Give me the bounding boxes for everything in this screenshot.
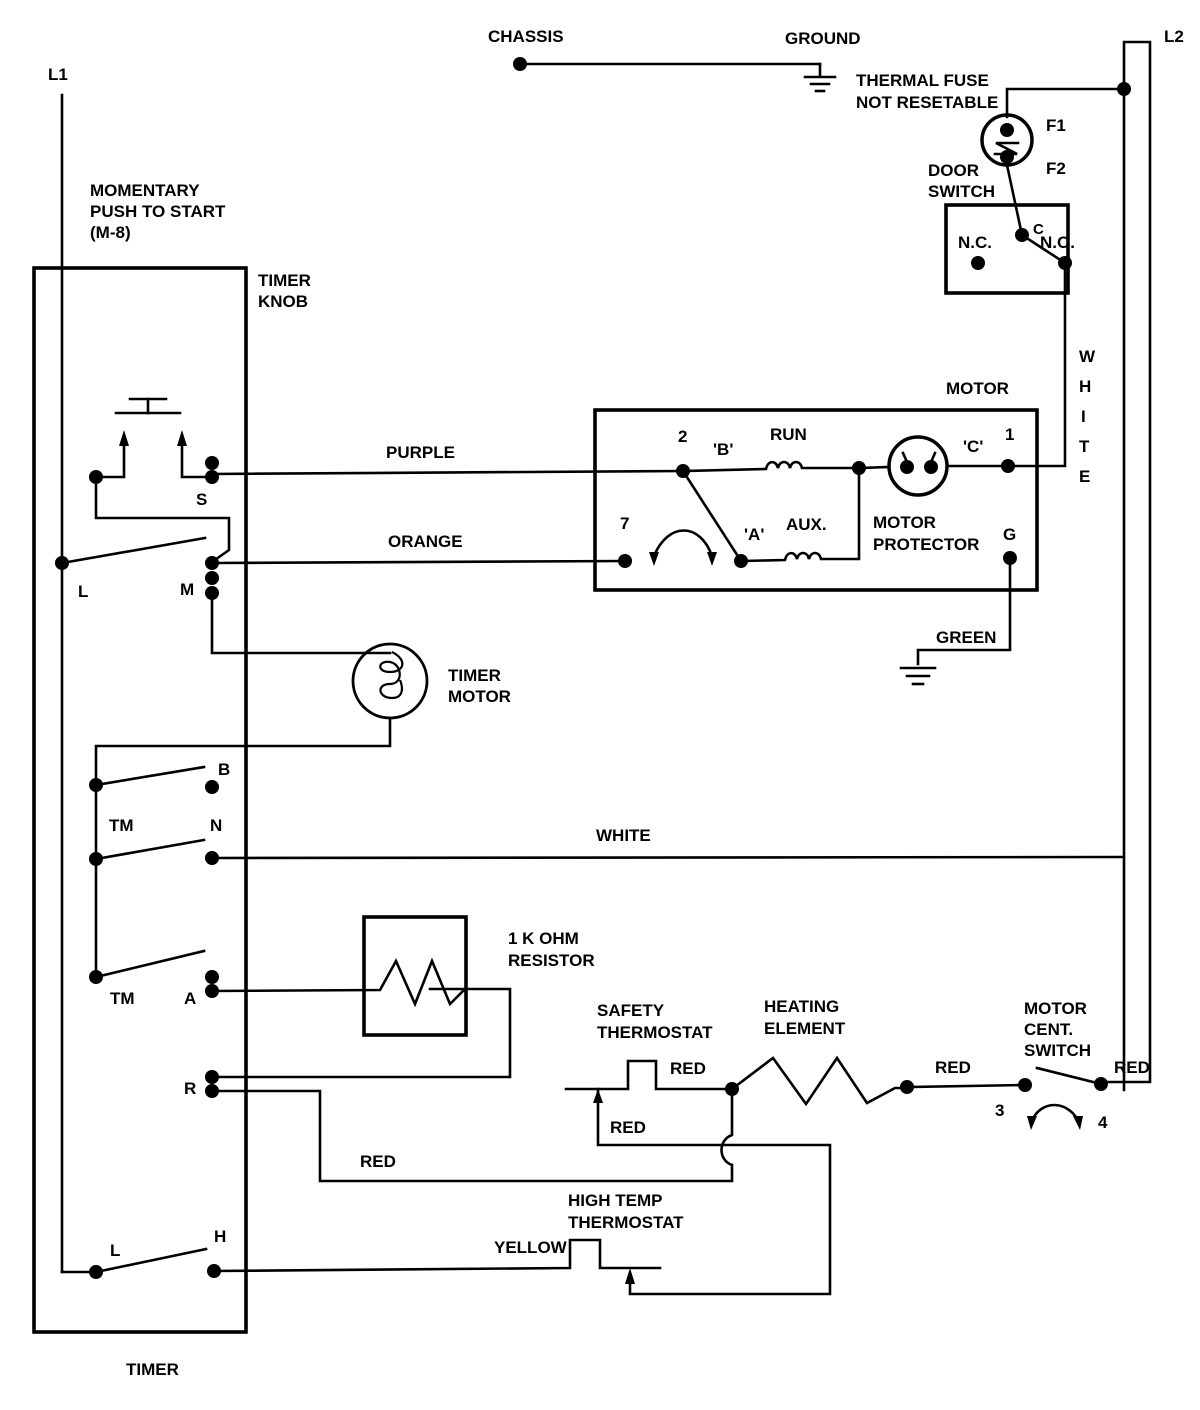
terminal-h-label: H	[214, 1227, 226, 1246]
heating-element-label-2: ELEMENT	[764, 1019, 846, 1038]
push-to-start-switch: S	[89, 397, 231, 564]
svg-text:E: E	[1079, 467, 1090, 486]
white-wire	[210, 855, 1126, 860]
motor-cent-label-3: SWITCH	[1024, 1041, 1091, 1060]
resistor-label-1: 1 K OHM	[508, 929, 579, 948]
momentary-label-2: PUSH TO START	[90, 202, 226, 221]
thermal-fuse: THERMAL FUSE NOT RESETABLE F1 F2	[856, 71, 1131, 237]
term-4-label: 4	[1098, 1113, 1108, 1132]
door-switch: DOOR SWITCH N.C. C N.O.	[928, 161, 1075, 468]
safety-thermostat: SAFETY THERMOSTAT RED RED	[564, 1001, 832, 1296]
door-switch-label-1: DOOR	[928, 161, 979, 180]
safety-thermostat-label-1: SAFETY	[597, 1001, 665, 1020]
terminal-r-label: R	[184, 1079, 196, 1098]
motor-protector-label-2: PROTECTOR	[873, 535, 979, 554]
motor-cent-label-2: CENT.	[1024, 1020, 1073, 1039]
c-label: C	[1033, 221, 1044, 238]
motor-c-label: 'C'	[963, 437, 983, 456]
l2-wire	[1099, 40, 1152, 1092]
motor-b-label: 'B'	[713, 440, 733, 459]
orange-label: ORANGE	[388, 532, 463, 551]
timer-box	[32, 266, 248, 1334]
timer-motor-label-2: MOTOR	[448, 687, 511, 706]
terminal-a-label: A	[184, 989, 196, 1008]
yellow-label: YELLOW	[494, 1238, 568, 1257]
heating-element-label-1: HEATING	[764, 997, 839, 1016]
red-wire-timer-r	[210, 1089, 734, 1183]
timer-motor: TIMER MOTOR	[94, 591, 511, 787]
heating-element: HEATING ELEMENT RED	[730, 997, 1027, 1107]
chassis-label: CHASSIS	[488, 27, 564, 46]
high-temp-label-1: HIGH TEMP	[568, 1191, 662, 1210]
terminal-tm-label-2: TM	[110, 989, 135, 1008]
run-label: RUN	[770, 425, 807, 444]
red-label-heater-right: RED	[935, 1058, 971, 1077]
high-temp-label-2: THERMOSTAT	[568, 1213, 684, 1232]
term-3-label: 3	[995, 1101, 1004, 1120]
motor-label: MOTOR	[946, 379, 1009, 398]
motor-term-2: 2	[678, 427, 687, 446]
svg-text:W: W	[1079, 347, 1096, 366]
terminal-l-bottom-label: L	[110, 1241, 120, 1260]
ground-label: GROUND	[785, 29, 861, 48]
timer-knob-label-2: KNOB	[258, 292, 308, 311]
svg-text:T: T	[1079, 437, 1090, 456]
timer-contacts: B TM N TM A R	[89, 760, 230, 1098]
white-label: WHITE	[596, 826, 651, 845]
terminal-m-label: M	[180, 580, 194, 599]
no-label: N.O.	[1040, 233, 1075, 252]
momentary-label-1: MOMENTARY	[90, 181, 200, 200]
white-vertical-label: W H I T E	[1079, 347, 1096, 486]
motor-centrifugal-switch: MOTOR CENT. SWITCH RED 3 4	[995, 999, 1150, 1132]
terminal-b-label: B	[218, 760, 230, 779]
timer-switch-lm: L M	[55, 536, 219, 601]
safety-thermostat-label-2: THERMOSTAT	[597, 1023, 713, 1042]
momentary-label-3: (M-8)	[90, 223, 131, 242]
thermal-fuse-label-1: THERMAL FUSE	[856, 71, 989, 90]
aux-label: AUX.	[786, 515, 827, 534]
svg-text:I: I	[1081, 407, 1086, 426]
timer-motor-label-1: TIMER	[448, 666, 501, 685]
ground-icon	[803, 75, 837, 93]
motor-term-1: 1	[1005, 425, 1014, 444]
svg-text:H: H	[1079, 377, 1091, 396]
motor-a-label: 'A'	[744, 525, 764, 544]
l2-label: L2	[1164, 27, 1184, 46]
terminal-l-label: L	[78, 582, 88, 601]
ground-icon	[899, 666, 937, 686]
timer-knob-label-1: TIMER	[258, 271, 311, 290]
timer-switch-lh: L H	[60, 1227, 226, 1279]
red-label-l2: RED	[1114, 1058, 1150, 1077]
f1-label: F1	[1046, 116, 1066, 135]
high-temp-thermostat: HIGH TEMP THERMOSTAT YELLOW	[210, 1191, 684, 1284]
purple-wire	[210, 469, 685, 476]
door-switch-label-2: SWITCH	[928, 182, 995, 201]
f2-label: F2	[1046, 159, 1066, 178]
resistor-1k: 1 K OHM RESISTOR	[210, 915, 595, 1079]
chassis-ground: CHASSIS GROUND	[488, 27, 861, 93]
l1-label: L1	[48, 65, 68, 84]
resistor-label-2: RESISTOR	[508, 951, 595, 970]
green-label: GREEN	[936, 628, 996, 647]
red-label-safety: RED	[670, 1059, 706, 1078]
motor-protector-label-1: MOTOR	[873, 513, 936, 532]
nc-label: N.C.	[958, 233, 992, 252]
red-label-safety-lower: RED	[610, 1118, 646, 1137]
terminal-n-label: N	[210, 816, 222, 835]
terminal-s-label: S	[196, 490, 207, 509]
motor-term-g: G	[1003, 525, 1016, 544]
motor-cent-label-1: MOTOR	[1024, 999, 1087, 1018]
orange-wire	[210, 559, 627, 565]
thermal-fuse-label-2: NOT RESETABLE	[856, 93, 998, 112]
purple-label: PURPLE	[386, 443, 455, 462]
terminal-tm-label-1: TM	[109, 816, 134, 835]
motor-term-7: 7	[620, 514, 629, 533]
timer-label: TIMER	[126, 1360, 179, 1379]
drive-motor: MOTOR 2 'B' RUN 'C' 1	[593, 379, 1039, 686]
red-label-timer-r: RED	[360, 1152, 396, 1171]
